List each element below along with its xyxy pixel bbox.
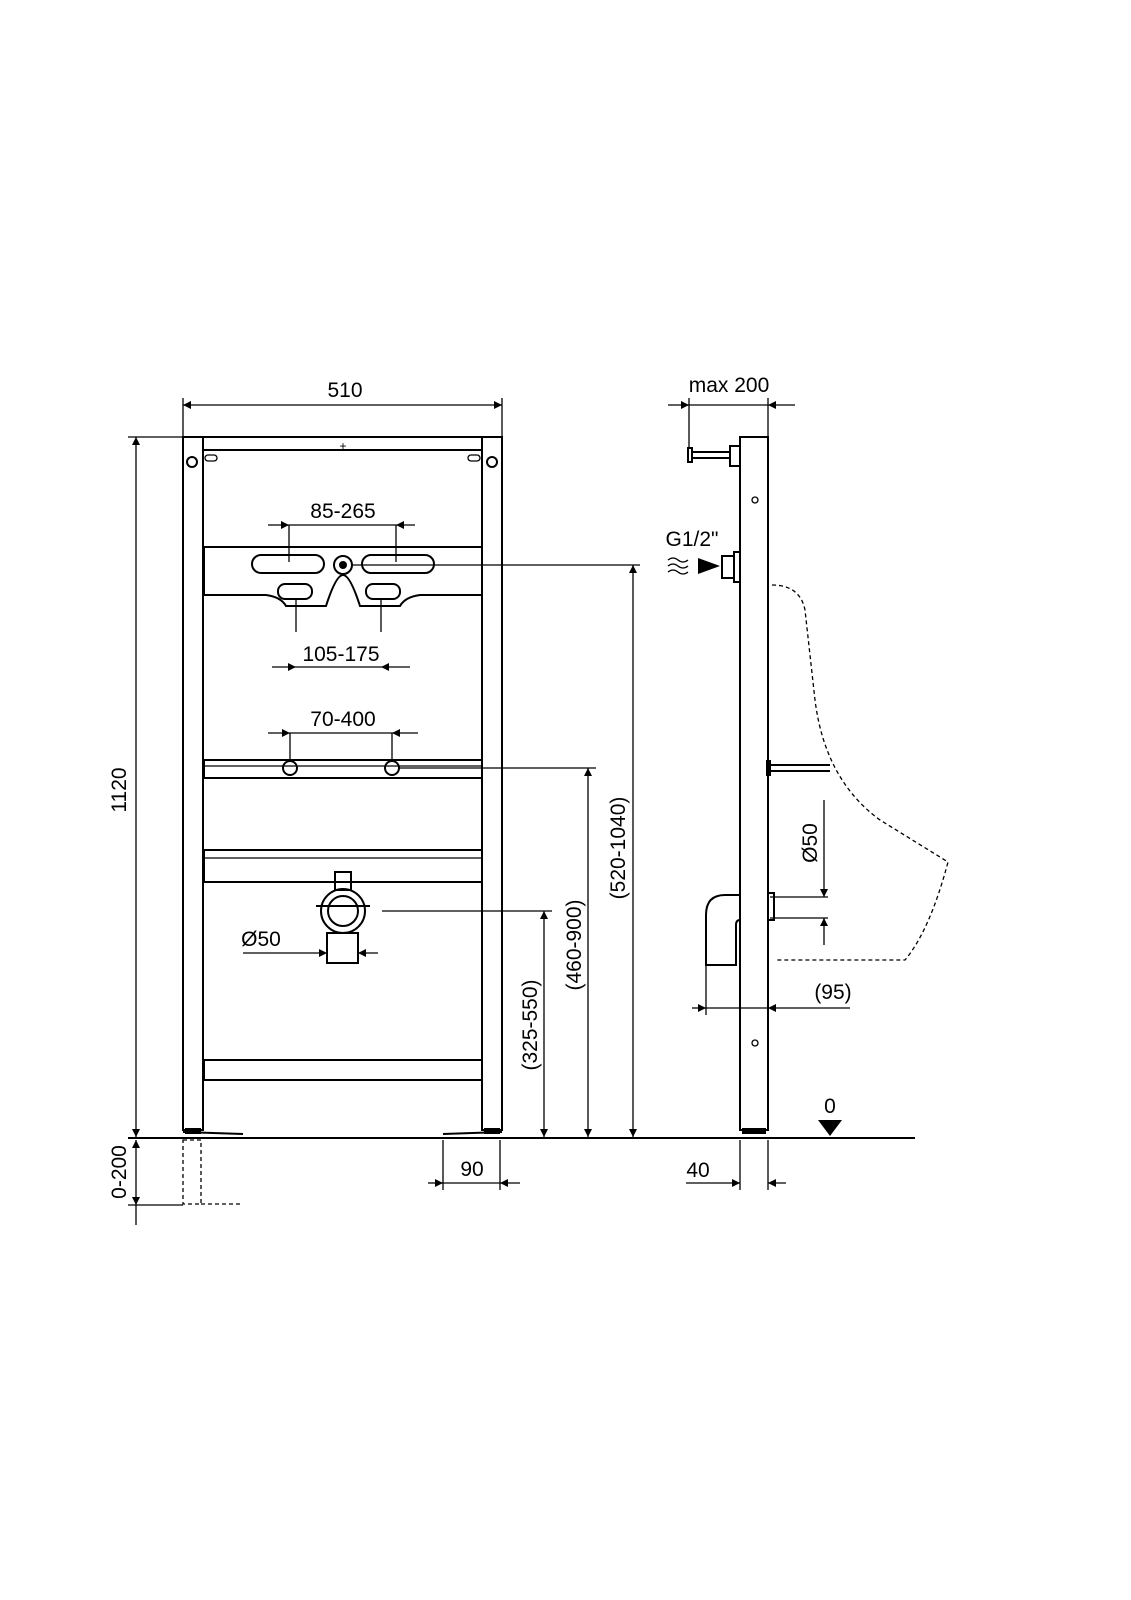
top-slots-label: 85-265 — [310, 500, 375, 523]
level-triangle-icon — [818, 1120, 842, 1136]
height-label: 1120 — [108, 767, 131, 812]
water-inlet: G1/2" — [666, 528, 741, 583]
max-depth-label: max 200 — [689, 374, 770, 397]
frame: + — [182, 436, 503, 1205]
support-rod — [766, 760, 830, 776]
width-label: 510 — [327, 379, 362, 402]
water-flow-icon — [667, 557, 689, 575]
bottom-rail — [203, 1059, 483, 1081]
dim-rail-holes: 70-400 — [268, 708, 418, 761]
floor-level-marker: 0 — [818, 1095, 842, 1136]
frame-depth-label: 40 — [686, 1159, 709, 1182]
dim-side-drain-diameter: Ø50 — [770, 800, 828, 945]
dim-width: 510 — [182, 379, 503, 437]
floor-level-label: 0 — [824, 1095, 836, 1118]
front-view: + — [108, 379, 915, 1225]
lower-slots-label: 105-175 — [302, 643, 379, 666]
dim-drain-offset: (95) — [692, 965, 852, 1015]
foot-adjust-label: 0-200 — [108, 1145, 131, 1199]
dim-height: 1120 — [108, 436, 183, 1137]
dim-rail-height: (460-900) — [400, 767, 596, 1137]
lower-rail — [203, 849, 483, 883]
dim-drain-diameter: Ø50 — [241, 928, 378, 957]
water-inlet-label: G1/2" — [666, 528, 719, 551]
drain-offset-label: (95) — [814, 981, 851, 1004]
foot-spacing-label: 90 — [460, 1158, 483, 1181]
drain-diameter-label: Ø50 — [241, 928, 281, 951]
depth-rod — [687, 445, 741, 467]
dim-frame-depth: 40 — [686, 1140, 786, 1190]
side-post — [739, 436, 769, 1131]
bracket-height-label: (520-1040) — [607, 797, 630, 900]
dim-bracket-height: (520-1040) — [352, 564, 640, 1137]
drain-height-label: (325-550) — [519, 979, 542, 1070]
svg-text:+: + — [339, 439, 346, 453]
upper-bracket — [203, 546, 483, 607]
urinal-outline — [771, 584, 949, 961]
dim-top-slots: 85-265 — [268, 500, 415, 562]
side-view: max 200 G1/2" Ø50 (95) — [666, 374, 949, 1190]
middle-rail — [203, 759, 483, 779]
dim-foot-spacing: 90 — [428, 1140, 520, 1190]
arrow-icon — [698, 558, 720, 574]
dim-drain-height: (325-550) — [382, 910, 552, 1137]
rail-holes-label: 70-400 — [310, 708, 375, 731]
dim-max-depth: max 200 — [668, 374, 795, 447]
side-drain-diameter-label: Ø50 — [799, 823, 822, 863]
drain-fitting — [316, 871, 370, 964]
rail-height-label: (460-900) — [563, 899, 586, 990]
dim-foot-adjust: 0-200 — [108, 1140, 183, 1225]
dim-lower-slots: 105-175 — [272, 600, 410, 671]
